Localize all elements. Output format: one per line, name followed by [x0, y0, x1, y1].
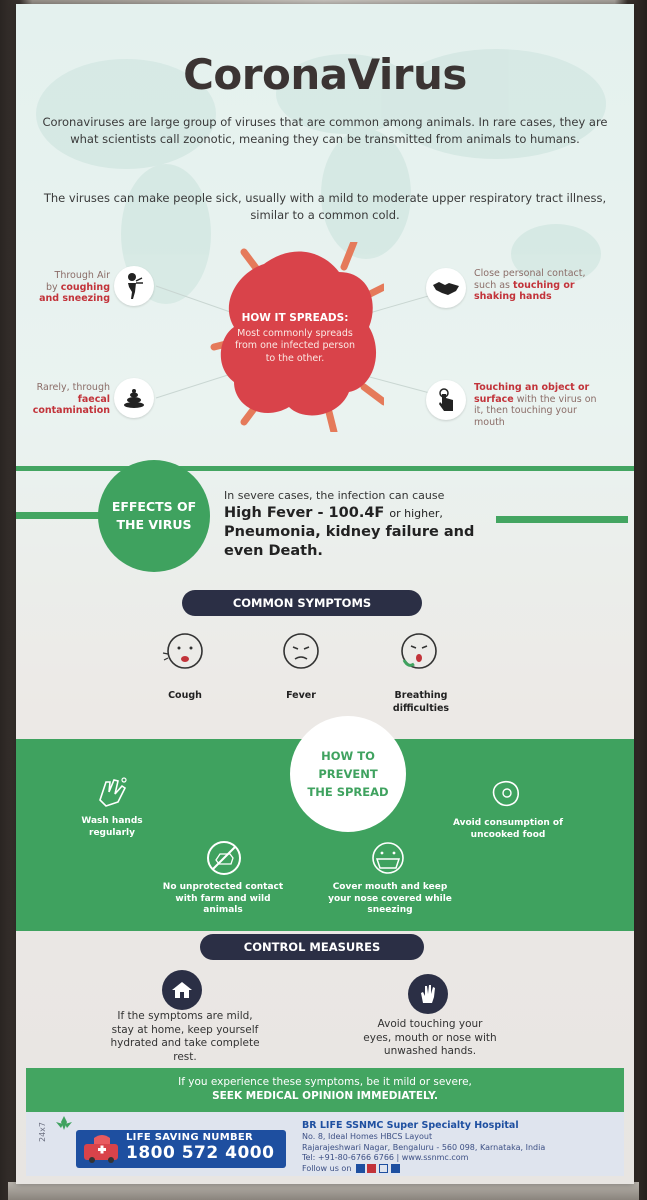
sneezing-person-icon — [114, 266, 154, 306]
wash-hands-icon — [99, 777, 127, 807]
symptom-cough: Cough — [168, 690, 202, 701]
symptom-breathing: Breathing difficulties — [392, 690, 450, 714]
seek-line1: If you experience these symptoms, be it … — [178, 1076, 472, 1088]
virus-illustration — [210, 242, 384, 432]
control-avoid-touch: Avoid touching your eyes, mouth or nose … — [363, 1018, 497, 1057]
ambulance-icon — [84, 1135, 118, 1163]
control-measures-header: CONTROL MEASURES — [200, 934, 424, 960]
effects-fever: High Fever - 100.4F — [224, 505, 385, 521]
spread-air-pre: Through Air — [54, 270, 110, 281]
facebook-icon[interactable] — [355, 1163, 365, 1173]
spread-faecal-pre: Rarely, through — [36, 382, 110, 393]
effects-fever-post: or higher, — [389, 507, 443, 520]
divider-top — [16, 466, 634, 471]
seek-line2: SEEK MEDICAL OPINION IMMEDIATELY. — [212, 1090, 438, 1102]
hospital-info: BR LIFE SSNMC Super Specialty Hospital N… — [302, 1120, 622, 1174]
spread-object-post: with the virus on it, then touching your… — [474, 393, 597, 428]
spread-faecal-bold: faecal contamination — [32, 393, 110, 417]
hospital-address-1: No. 8, Ideal Homes HBCS Layout — [302, 1132, 433, 1141]
instagram-icon[interactable] — [367, 1163, 377, 1173]
banner-stand-base — [8, 1182, 639, 1200]
effects-description: In severe cases, the infection can cause… — [224, 488, 524, 561]
hand-icon — [408, 974, 448, 1014]
divider-left-stub — [16, 512, 100, 519]
page-title: CoronaVirus — [183, 50, 467, 99]
cough-face-icon — [162, 633, 203, 669]
spread-faecal-label: Rarely, through faecal contamination — [24, 382, 110, 417]
hospital-address-2: Rajarajeshwari Nagar, Bengaluru - 560 09… — [302, 1142, 546, 1152]
raw-meat-icon — [492, 780, 519, 807]
footer-vertical-label: 24x7 — [38, 1122, 47, 1143]
spread-air-mid: by — [46, 281, 58, 293]
linkedin-icon[interactable] — [390, 1163, 400, 1173]
divider-right-stub — [496, 516, 628, 523]
how-it-spreads-text: HOW IT SPREADS: Most commonly spreads fr… — [232, 312, 358, 365]
life-saving-title: LIFE SAVING NUMBER — [126, 1132, 254, 1143]
common-symptoms-header: COMMON SYMPTOMS — [182, 590, 422, 616]
symptom-fever: Fever — [286, 690, 316, 701]
faeces-icon — [114, 378, 154, 418]
home-icon — [162, 970, 202, 1010]
control-stay-home: If the symptoms are mild, stay at home, … — [110, 1010, 260, 1063]
youtube-icon[interactable] — [379, 1163, 389, 1173]
intro-paragraph-2: The viruses can make people sick, usuall… — [43, 191, 607, 222]
spread-air-label: Through Air by coughing and sneezing — [30, 270, 110, 305]
hospital-follow: Follow us on — [302, 1163, 622, 1175]
spread-object-bold: Touching an object or surface — [474, 382, 590, 405]
face-mask-icon — [372, 842, 404, 874]
prevent-circle-label: HOW TO PREVENT THE SPREAD — [307, 749, 389, 799]
hospital-logo-icon — [56, 1116, 72, 1130]
spread-contact-label: Close personal contact, such as touching… — [474, 268, 594, 303]
prevent-cover: Cover mouth and keep your nose covered w… — [328, 882, 452, 915]
effects-circle: EFFECTS OF THE VIRUS — [98, 460, 210, 572]
seek-medical-banner: If you experience these symptoms, be it … — [26, 1068, 624, 1112]
finger-touch-icon — [426, 380, 466, 420]
spread-contact-bold: touching or shaking hands — [474, 279, 575, 303]
spread-contact-pre: Close personal contact, such as — [474, 268, 586, 291]
fever-face-icon — [283, 633, 319, 669]
corona-banner: CoronaVirus Coronaviruses are large grou… — [16, 4, 634, 1184]
spread-air-bold: coughing and sneezing — [39, 281, 110, 305]
intro-paragraph-1: Coronaviruses are large group of viruses… — [42, 115, 608, 146]
how-it-spreads-desc: Most commonly spreads from one infected … — [234, 327, 356, 364]
prevent-food: Avoid consumption of uncooked food — [452, 818, 564, 840]
hospital-name: BR LIFE SSNMC Super Specialty Hospital — [302, 1120, 519, 1131]
hospital-contact[interactable]: Tel: +91-80-6766 6766 | www.ssnmc.com — [302, 1153, 469, 1162]
handshake-icon — [426, 268, 466, 308]
prevent-circle: HOW TO PREVENT THE SPREAD — [290, 716, 406, 832]
prevent-animals: No unprotected contact with farm and wil… — [162, 882, 284, 915]
effects-severe: Pneumonia, kidney failure and even Death… — [224, 524, 475, 559]
effects-intro: In severe cases, the infection can cause — [224, 489, 445, 502]
prevent-wash: Wash hands regularly — [81, 816, 143, 838]
spread-object-label: Touching an object or surface with the v… — [474, 382, 599, 428]
no-animals-icon — [207, 841, 241, 875]
follow-label: Follow us on — [302, 1163, 352, 1173]
how-it-spreads-title: HOW IT SPREADS: — [241, 312, 349, 324]
life-saving-number[interactable]: 1800 572 4000 — [126, 1143, 275, 1163]
breathing-difficulty-face-icon — [401, 633, 437, 669]
world-map-background — [36, 49, 606, 304]
